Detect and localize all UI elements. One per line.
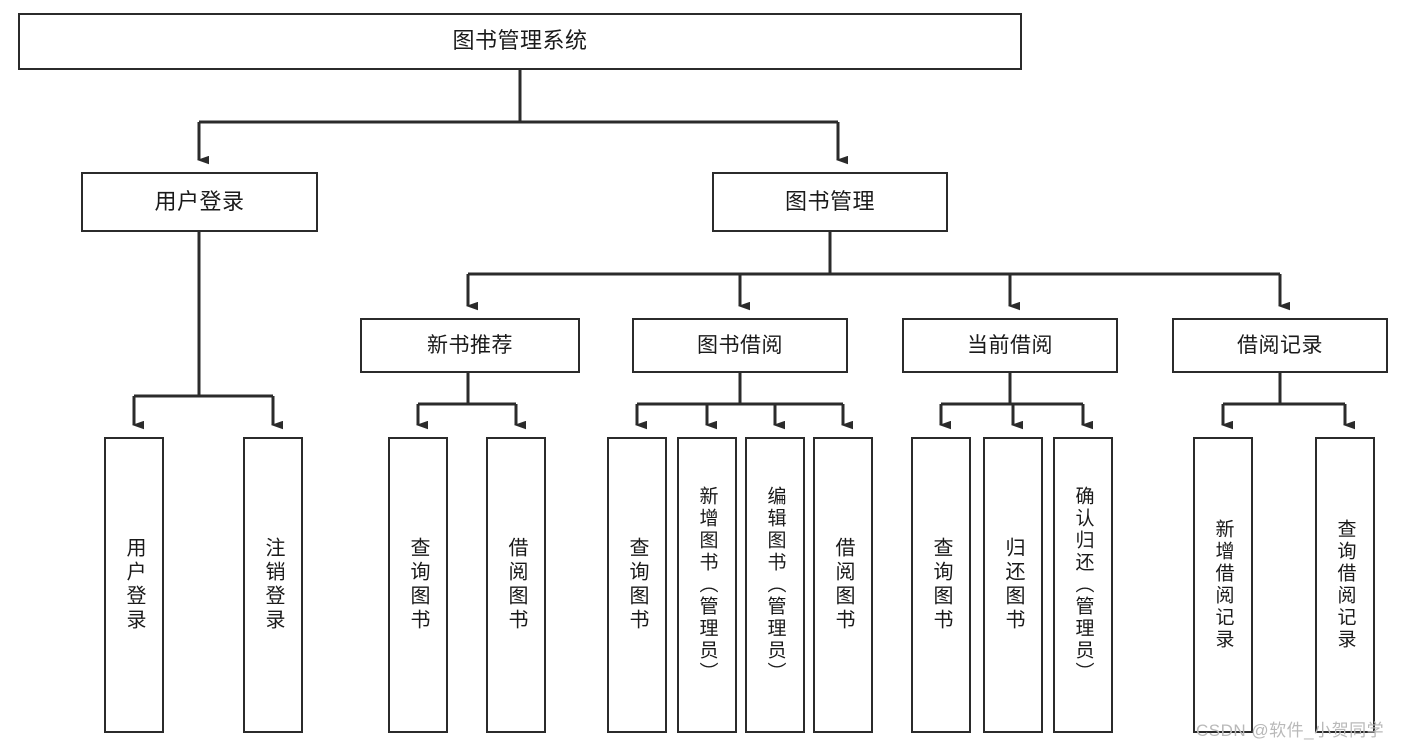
- node-new-book-recommend[interactable]: 新书推荐: [360, 318, 580, 373]
- node-new-book-recommend-label: 新书推荐: [427, 333, 513, 357]
- node-root[interactable]: 图书管理系统: [18, 13, 1022, 70]
- node-leaf-borrow-book-2-label: 借阅图书: [832, 537, 854, 633]
- node-book-borrow-label: 图书借阅: [697, 333, 783, 357]
- node-leaf-borrow-book-2[interactable]: 借阅图书: [813, 437, 873, 733]
- node-root-label: 图书管理系统: [452, 28, 588, 54]
- node-leaf-borrow-book-1-label: 借阅图书: [505, 537, 527, 633]
- node-book-manage-label: 图书管理: [784, 188, 875, 214]
- node-leaf-query-record[interactable]: 查询借阅记录: [1315, 437, 1375, 733]
- node-leaf-add-book-label: 新增图书（管理员）: [696, 486, 718, 684]
- node-borrow-record[interactable]: 借阅记录: [1172, 318, 1388, 373]
- node-user-login-label: 用户登录: [154, 188, 245, 214]
- node-leaf-user-login[interactable]: 用户登录: [104, 437, 164, 733]
- node-leaf-user-login-label: 用户登录: [123, 537, 145, 633]
- node-book-manage[interactable]: 图书管理: [712, 172, 948, 232]
- node-leaf-return-book-label: 归还图书: [1002, 537, 1024, 633]
- node-leaf-query-book-3-label: 查询图书: [930, 537, 952, 633]
- node-leaf-query-book-1-label: 查询图书: [407, 537, 429, 633]
- node-leaf-query-book-3[interactable]: 查询图书: [911, 437, 971, 733]
- node-leaf-edit-book-label: 编辑图书（管理员）: [764, 486, 786, 684]
- node-current-borrow[interactable]: 当前借阅: [902, 318, 1118, 373]
- node-borrow-record-label: 借阅记录: [1237, 333, 1323, 357]
- node-leaf-confirm-return-label: 确认归还（管理员）: [1072, 486, 1094, 684]
- node-user-login[interactable]: 用户登录: [81, 172, 318, 232]
- node-leaf-add-book[interactable]: 新增图书（管理员）: [677, 437, 737, 733]
- node-leaf-confirm-return[interactable]: 确认归还（管理员）: [1053, 437, 1113, 733]
- node-current-borrow-label: 当前借阅: [967, 333, 1053, 357]
- node-book-borrow[interactable]: 图书借阅: [632, 318, 848, 373]
- node-leaf-edit-book[interactable]: 编辑图书（管理员）: [745, 437, 805, 733]
- node-leaf-borrow-book-1[interactable]: 借阅图书: [486, 437, 546, 733]
- node-leaf-query-book-1[interactable]: 查询图书: [388, 437, 448, 733]
- node-leaf-return-book[interactable]: 归还图书: [983, 437, 1043, 733]
- node-leaf-logout[interactable]: 注销登录: [243, 437, 303, 733]
- node-leaf-logout-label: 注销登录: [262, 537, 284, 633]
- node-leaf-add-record[interactable]: 新增借阅记录: [1193, 437, 1253, 733]
- node-leaf-query-book-2[interactable]: 查询图书: [607, 437, 667, 733]
- node-leaf-query-record-label: 查询借阅记录: [1334, 519, 1356, 651]
- node-leaf-query-book-2-label: 查询图书: [626, 537, 648, 633]
- node-leaf-add-record-label: 新增借阅记录: [1212, 519, 1234, 651]
